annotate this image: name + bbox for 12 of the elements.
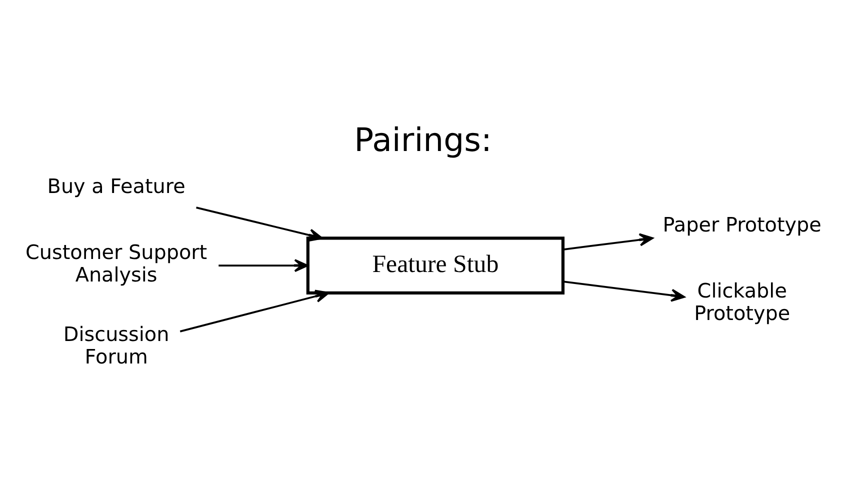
node-text: Paper Prototype	[662, 214, 822, 237]
arrow	[218, 259, 308, 272]
node-text: Discussion Forum	[63, 323, 170, 369]
arrow	[562, 280, 686, 302]
diagram-title: Pairings:	[354, 120, 492, 159]
arrow	[180, 290, 330, 332]
node-text: Customer Support Analysis	[26, 241, 208, 286]
node-text: Buy a Feature	[47, 175, 186, 198]
arrow	[562, 233, 654, 250]
node-text: Clickable Prototype	[694, 280, 790, 326]
node-box: Feature Stub	[306, 236, 565, 294]
arrow	[196, 206, 323, 242]
